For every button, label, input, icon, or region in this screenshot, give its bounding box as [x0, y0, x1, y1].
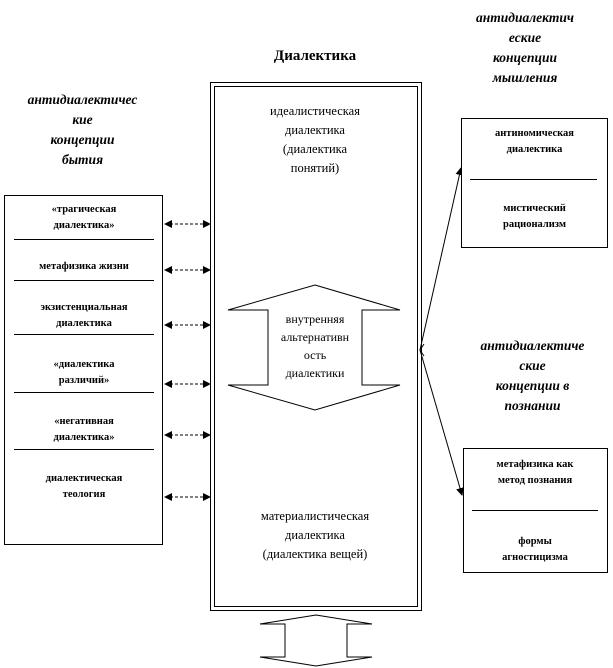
left-heading-line-3: концепции: [50, 132, 115, 147]
top-right-heading: антидиалектич еские концепции мышления: [450, 8, 600, 88]
materialist-line-2: диалектика: [285, 528, 345, 542]
left-item-4-line-2: различий»: [58, 375, 110, 386]
alternativity-line-3: ость: [303, 348, 327, 362]
arrow-to-thinking: [419, 167, 464, 351]
materialist-dialectics-text: материалистическая диалектика (диалектик…: [220, 507, 410, 564]
idealist-dialectics-text: идеалистическая диалектика (диалектика п…: [225, 102, 405, 178]
mid-right-heading-line-1: антидиалектиче: [480, 338, 585, 353]
materialist-line-1: материалистическая: [260, 509, 370, 523]
right-bottom-item-1-line-2: метод познания: [497, 475, 573, 486]
left-item-dialectical-theology: диалектическая теология: [10, 471, 158, 503]
right-item-mystical-rationalism: мистический рационализм: [463, 201, 606, 233]
left-item-tragic-dialectics: «трагическая диалектика»: [10, 202, 158, 234]
idealist-line-1: идеалистическая: [270, 104, 360, 118]
left-divider-4: [14, 392, 154, 393]
left-item-3-line-2: диалектика: [56, 318, 112, 329]
top-right-heading-line-1: антидиалектич: [476, 10, 574, 25]
left-heading-line-2: кие: [72, 112, 93, 127]
left-item-5-line-1: «негативная: [54, 416, 114, 427]
left-item-3-line-1: экзистенциальная: [40, 302, 128, 313]
left-heading-line-4: бытия: [61, 152, 104, 167]
left-heading: антидиалектичес кие концепции бытия: [0, 90, 165, 170]
bottom-double-arrow: [259, 614, 373, 667]
left-divider-2: [14, 280, 154, 281]
right-item-forms-of-agnosticism: формы агностицизма: [464, 534, 606, 566]
mid-right-heading: антидиалектиче ские концепции в познании: [455, 336, 610, 416]
left-divider-5: [14, 449, 154, 450]
central-double-arrow: [227, 284, 401, 411]
top-right-heading-line-4: мышления: [492, 70, 558, 85]
arrow-to-cognition: [419, 349, 464, 496]
left-item-1-line-1: «трагическая: [51, 204, 117, 215]
right-top-item-2-line-2: рационализм: [503, 219, 566, 230]
left-divider-3: [14, 334, 154, 335]
mid-right-heading-line-3: концепции в: [495, 378, 570, 393]
alternativity-line-2: альтернативн: [280, 330, 350, 344]
thinking-concepts-box: [461, 118, 608, 248]
being-concepts-box: [4, 195, 163, 545]
top-right-heading-line-2: еские: [508, 30, 542, 45]
right-top-item-1-line-2: диалектика: [506, 144, 563, 155]
left-item-6-line-1: диалектическая: [45, 473, 123, 484]
mid-right-heading-line-2: ские: [519, 358, 546, 373]
right-bottom-item-1-line-1: метафизика как: [496, 459, 574, 470]
left-item-existential-dialectics: экзистенциальная диалектика: [10, 300, 158, 332]
left-heading-line-1: антидиалектичес: [27, 92, 138, 107]
mid-right-heading-line-4: познании: [504, 398, 561, 413]
junction-mark: [419, 343, 425, 357]
left-item-4-line-1: «диалектика: [53, 359, 115, 370]
idealist-line-4: понятий): [290, 161, 340, 175]
alternativity-line-1: внутренняя: [285, 312, 345, 326]
diagram-title: Диалектика: [273, 48, 357, 64]
left-item-1-line-2: диалектика»: [53, 220, 115, 231]
left-divider-1: [14, 239, 154, 240]
left-item-metaphysics-of-life: метафизика жизни: [10, 259, 158, 275]
left-item-negative-dialectics: «негативная диалектика»: [10, 414, 158, 446]
right-top-divider: [470, 179, 597, 180]
idealist-line-2: диалектика: [285, 123, 345, 137]
right-top-item-1-line-1: антиномическая: [494, 128, 574, 139]
left-item-6-line-2: теология: [62, 489, 106, 500]
right-item-metaphysics-as-method: метафизика как метод познания: [464, 457, 606, 489]
right-top-item-2-line-1: мистический: [503, 203, 566, 214]
right-bottom-divider: [472, 510, 598, 511]
left-item-2-line-1: метафизика жизни: [39, 261, 129, 272]
left-item-5-line-2: диалектика»: [53, 432, 115, 443]
top-right-heading-line-3: концепции: [492, 50, 558, 65]
right-bottom-item-2-line-2: агностицизма: [502, 552, 568, 563]
right-bottom-item-2-line-1: формы: [518, 536, 552, 547]
idealist-line-3: (диалектика: [282, 142, 348, 156]
internal-alternativity-text: внутренняя альтернативн ость диалектики: [262, 310, 368, 382]
left-item-dialectics-of-differences: «диалектика различий»: [10, 357, 158, 389]
right-item-antinomic-dialectics: антиномическая диалектика: [463, 126, 606, 158]
alternativity-line-4: диалектики: [285, 366, 345, 380]
materialist-line-3: (диалектика вещей): [262, 547, 368, 561]
